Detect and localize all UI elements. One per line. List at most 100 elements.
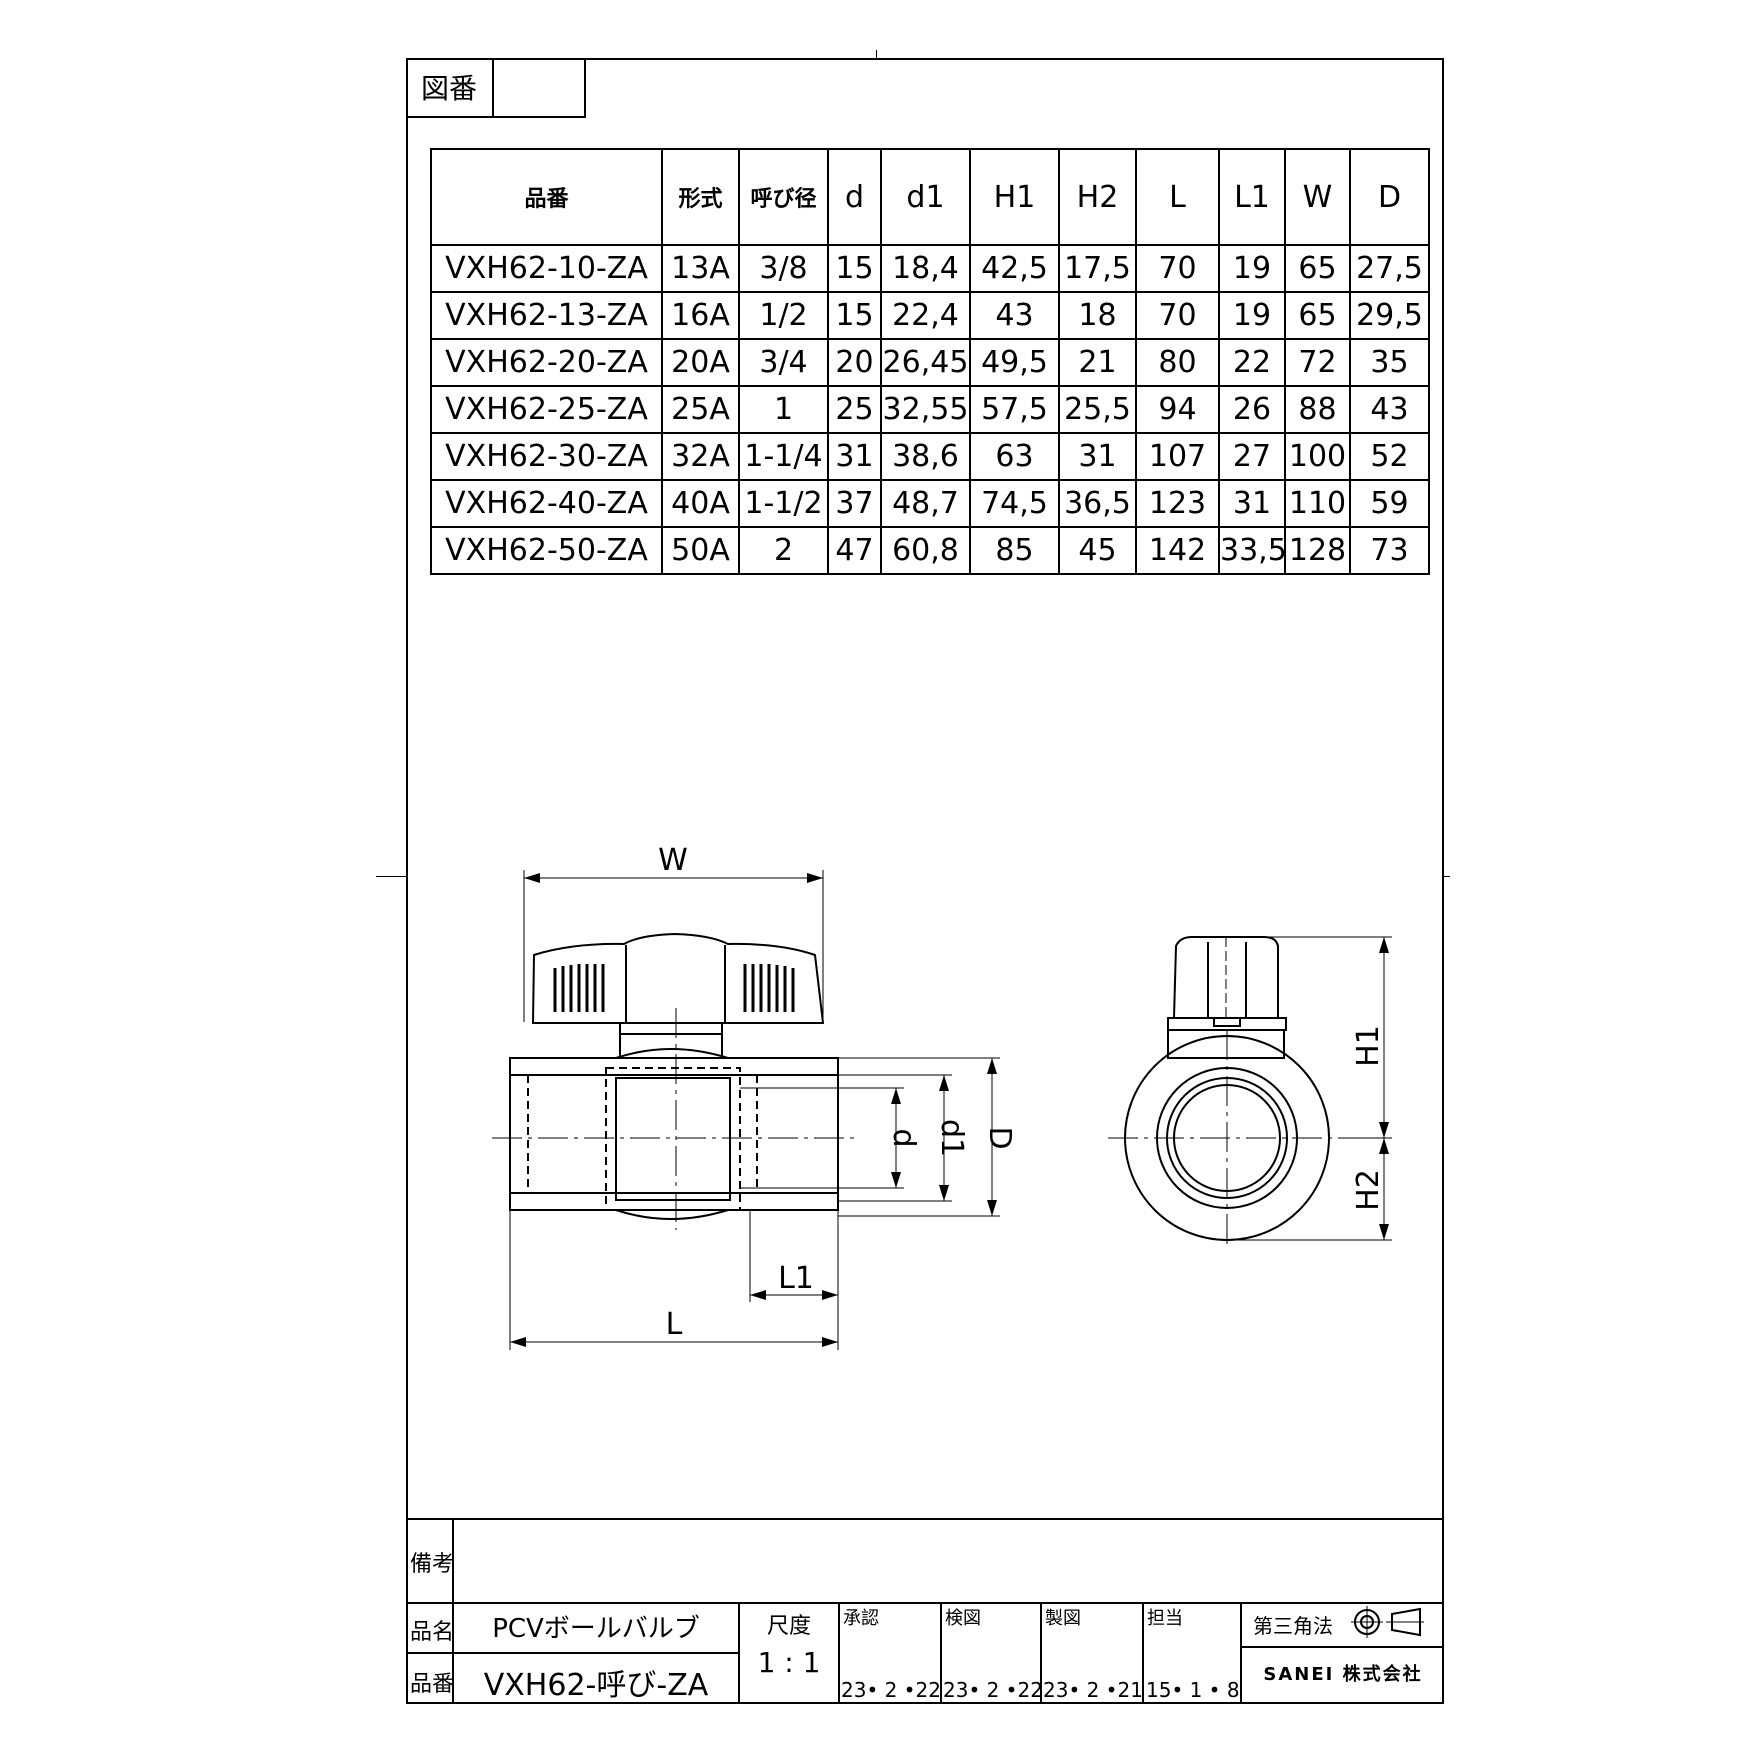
side-view: [1108, 936, 1392, 1250]
projection-symbol: [1351, 1606, 1424, 1638]
cell-l1: 31: [1218, 479, 1286, 528]
cell-part-number: VXH62-13-ZA: [430, 291, 663, 340]
col-header-nominal-size: 呼び径: [738, 148, 829, 246]
cell-nominal-size: 1/2: [738, 291, 829, 340]
cell-h1: 57,5: [969, 385, 1060, 434]
charge-date: 15• 1 • 8: [1146, 1678, 1240, 1702]
cell-d1: 38,6: [880, 432, 971, 481]
dim-label-l: L: [666, 1307, 683, 1342]
cell-h2: 18: [1058, 291, 1137, 340]
cell-type: 25A: [661, 385, 740, 434]
cell-part-number: VXH62-25-ZA: [430, 385, 663, 434]
cell-part-number: VXH62-30-ZA: [430, 432, 663, 481]
checked-label: 検図: [945, 1608, 981, 1629]
product-name-label: 品名: [410, 1620, 455, 1645]
cell-h2: 45: [1058, 526, 1137, 575]
cell-h2: 25,5: [1058, 385, 1137, 434]
cell-d: 31: [827, 432, 882, 481]
cell-dd: 73: [1349, 526, 1430, 575]
dim-label-d: d: [886, 1128, 921, 1147]
cell-nominal-size: 3/8: [738, 244, 829, 293]
cell-l1: 22: [1218, 338, 1286, 387]
cell-h1: 42,5: [969, 244, 1060, 293]
dim-label-h1: H1: [1351, 1025, 1386, 1067]
cell-part-number: VXH62-20-ZA: [430, 338, 663, 387]
approved-label: 承認: [843, 1608, 879, 1629]
product-number-label: 品番: [410, 1672, 455, 1697]
cell-d: 47: [827, 526, 882, 575]
dim-label-l1: L1: [778, 1261, 814, 1296]
cell-h1: 74,5: [969, 479, 1060, 528]
handle-grip-ribs-left: [553, 964, 605, 1012]
cell-h2: 21: [1058, 338, 1137, 387]
cell-type: 32A: [661, 432, 740, 481]
cell-type: 16A: [661, 291, 740, 340]
col-header-part-number: 品番: [430, 148, 663, 246]
cell-dd: 27,5: [1349, 244, 1430, 293]
scale-col-line: [738, 1602, 740, 1704]
col-header-l1: L1: [1218, 148, 1286, 246]
dim-label-dd: D: [982, 1126, 1017, 1149]
cell-dd: 59: [1349, 479, 1430, 528]
cell-h2: 31: [1058, 432, 1137, 481]
dim-label-w: W: [658, 843, 688, 878]
cell-type: 13A: [661, 244, 740, 293]
remarks-label: 備考: [410, 1552, 455, 1577]
cell-nominal-size: 1: [738, 385, 829, 434]
cell-nominal-size: 1-1/2: [738, 479, 829, 528]
approved-col-line: [838, 1602, 840, 1704]
center-tick-top: [876, 50, 877, 58]
projection-company-divider: [1240, 1646, 1444, 1648]
cell-l: 70: [1135, 244, 1220, 293]
center-tick-right: [1444, 876, 1450, 877]
cell-w: 110: [1284, 479, 1351, 528]
scale-value: 1 : 1: [757, 1646, 821, 1679]
cell-w: 72: [1284, 338, 1351, 387]
col-header-l: L: [1135, 148, 1220, 246]
cell-d1: 60,8: [880, 526, 971, 575]
cell-l1: 27: [1218, 432, 1286, 481]
cell-h2: 17,5: [1058, 244, 1137, 293]
cell-dd: 43: [1349, 385, 1430, 434]
cell-nominal-size: 2: [738, 526, 829, 575]
projection-label: 第三角法: [1253, 1614, 1333, 1638]
dim-label-d1: d1: [934, 1119, 969, 1157]
cell-nominal-size: 3/4: [738, 338, 829, 387]
cell-h1: 43: [969, 291, 1060, 340]
spec-table-header-row: 品番 形式 呼び径 d d1 H1 H2 L L1 W D: [430, 148, 1430, 246]
handle-lever: [531, 932, 825, 1024]
cell-l: 94: [1135, 385, 1220, 434]
cell-part-number: VXH62-10-ZA: [430, 244, 663, 293]
charge-label: 担当: [1147, 1608, 1183, 1629]
cell-part-number: VXH62-40-ZA: [430, 479, 663, 528]
cell-type: 40A: [661, 479, 740, 528]
cell-d: 25: [827, 385, 882, 434]
cell-d1: 26,45: [880, 338, 971, 387]
drawn-date: 23• 2 •21: [1043, 1678, 1143, 1702]
drawing-frame: [406, 58, 1444, 1704]
front-view: [492, 870, 1000, 1350]
cell-h1: 85: [969, 526, 1060, 575]
cell-d: 20: [827, 338, 882, 387]
cell-type: 50A: [661, 526, 740, 575]
checked-date: 23• 2 •22: [943, 1678, 1043, 1702]
cell-h1: 49,5: [969, 338, 1060, 387]
dim-label-h2: H2: [1351, 1169, 1386, 1211]
titleblock-top-line: [406, 1602, 1444, 1604]
remarks-top-line: [406, 1518, 1444, 1520]
spec-table: 品番 形式 呼び径 d d1 H1 H2 L L1 W D VXH62-10-Z…: [430, 148, 1430, 575]
cell-d1: 18,4: [880, 244, 971, 293]
col-header-h1: H1: [969, 148, 1060, 246]
cell-dd: 35: [1349, 338, 1430, 387]
cell-d1: 22,4: [880, 291, 971, 340]
cell-d1: 32,55: [880, 385, 971, 434]
cell-w: 65: [1284, 244, 1351, 293]
cell-d: 37: [827, 479, 882, 528]
cell-l1: 33,5: [1218, 526, 1287, 575]
